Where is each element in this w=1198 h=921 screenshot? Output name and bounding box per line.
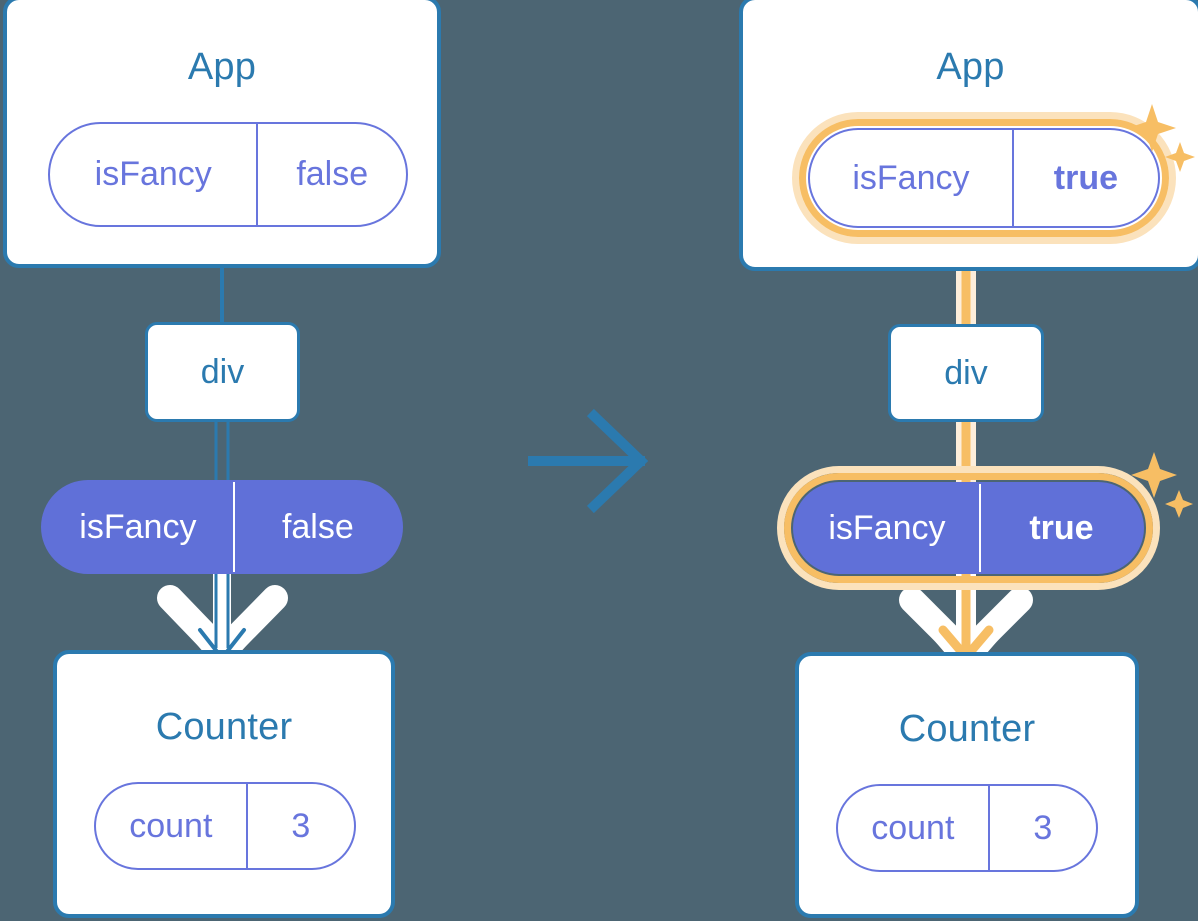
before-counter-state-value: 3 bbox=[245, 784, 354, 868]
before-prop-name: isFancy bbox=[79, 507, 197, 546]
after-app-sparkles bbox=[1128, 104, 1195, 172]
before-prop-value: false bbox=[232, 482, 401, 572]
after-app-title: App bbox=[936, 46, 1005, 88]
after-prop-value: true bbox=[978, 484, 1142, 572]
after-prop-sparkles bbox=[1131, 452, 1193, 518]
after-counter-title: Counter bbox=[898, 708, 1036, 750]
sparkle-small-icon bbox=[1165, 142, 1195, 172]
after-div-box: div bbox=[888, 324, 1044, 422]
sparkle-small-icon bbox=[1165, 490, 1193, 518]
before-app-state-pill[interactable]: isFancy false bbox=[48, 122, 408, 227]
after-app-state-pill[interactable]: isFancy true bbox=[808, 128, 1160, 228]
after-app-state-name: isFancy bbox=[852, 158, 970, 197]
after-counter-box: Counter count 3 bbox=[795, 652, 1139, 918]
before-div-box: div bbox=[145, 322, 300, 422]
before-div-label: div bbox=[200, 352, 245, 391]
before-counter-title: Counter bbox=[155, 706, 293, 748]
before-counter-box: Counter count 3 bbox=[53, 650, 395, 918]
after-prop-name: isFancy bbox=[828, 508, 946, 547]
after-counter-state-name: count bbox=[871, 808, 955, 847]
before-counter-state-name: count bbox=[129, 806, 213, 845]
before-app-state-name: isFancy bbox=[94, 155, 212, 193]
before-app-state-value: false bbox=[256, 124, 406, 225]
after-counter-state-value: 3 bbox=[987, 786, 1096, 870]
sparkle-large-icon bbox=[1131, 452, 1177, 498]
before-app-title: App bbox=[187, 46, 257, 88]
after-div-label: div bbox=[944, 353, 988, 392]
right-prop-to-counter-arrow bbox=[931, 562, 1001, 672]
after-counter-state-pill[interactable]: count 3 bbox=[836, 784, 1098, 872]
left-div-to-prop-connector bbox=[214, 420, 230, 482]
before-app-box: App isFancy false bbox=[3, 0, 441, 268]
after-prop-pill[interactable]: isFancy true bbox=[793, 482, 1144, 574]
transition-arrow-right-icon bbox=[528, 408, 649, 514]
after-app-state-value: true bbox=[1011, 130, 1158, 226]
before-counter-state-pill[interactable]: count 3 bbox=[94, 782, 356, 870]
left-prop-to-counter-arrow bbox=[189, 561, 255, 669]
sparkle-large-icon bbox=[1128, 104, 1176, 152]
before-prop-pill[interactable]: isFancy false bbox=[41, 480, 403, 574]
